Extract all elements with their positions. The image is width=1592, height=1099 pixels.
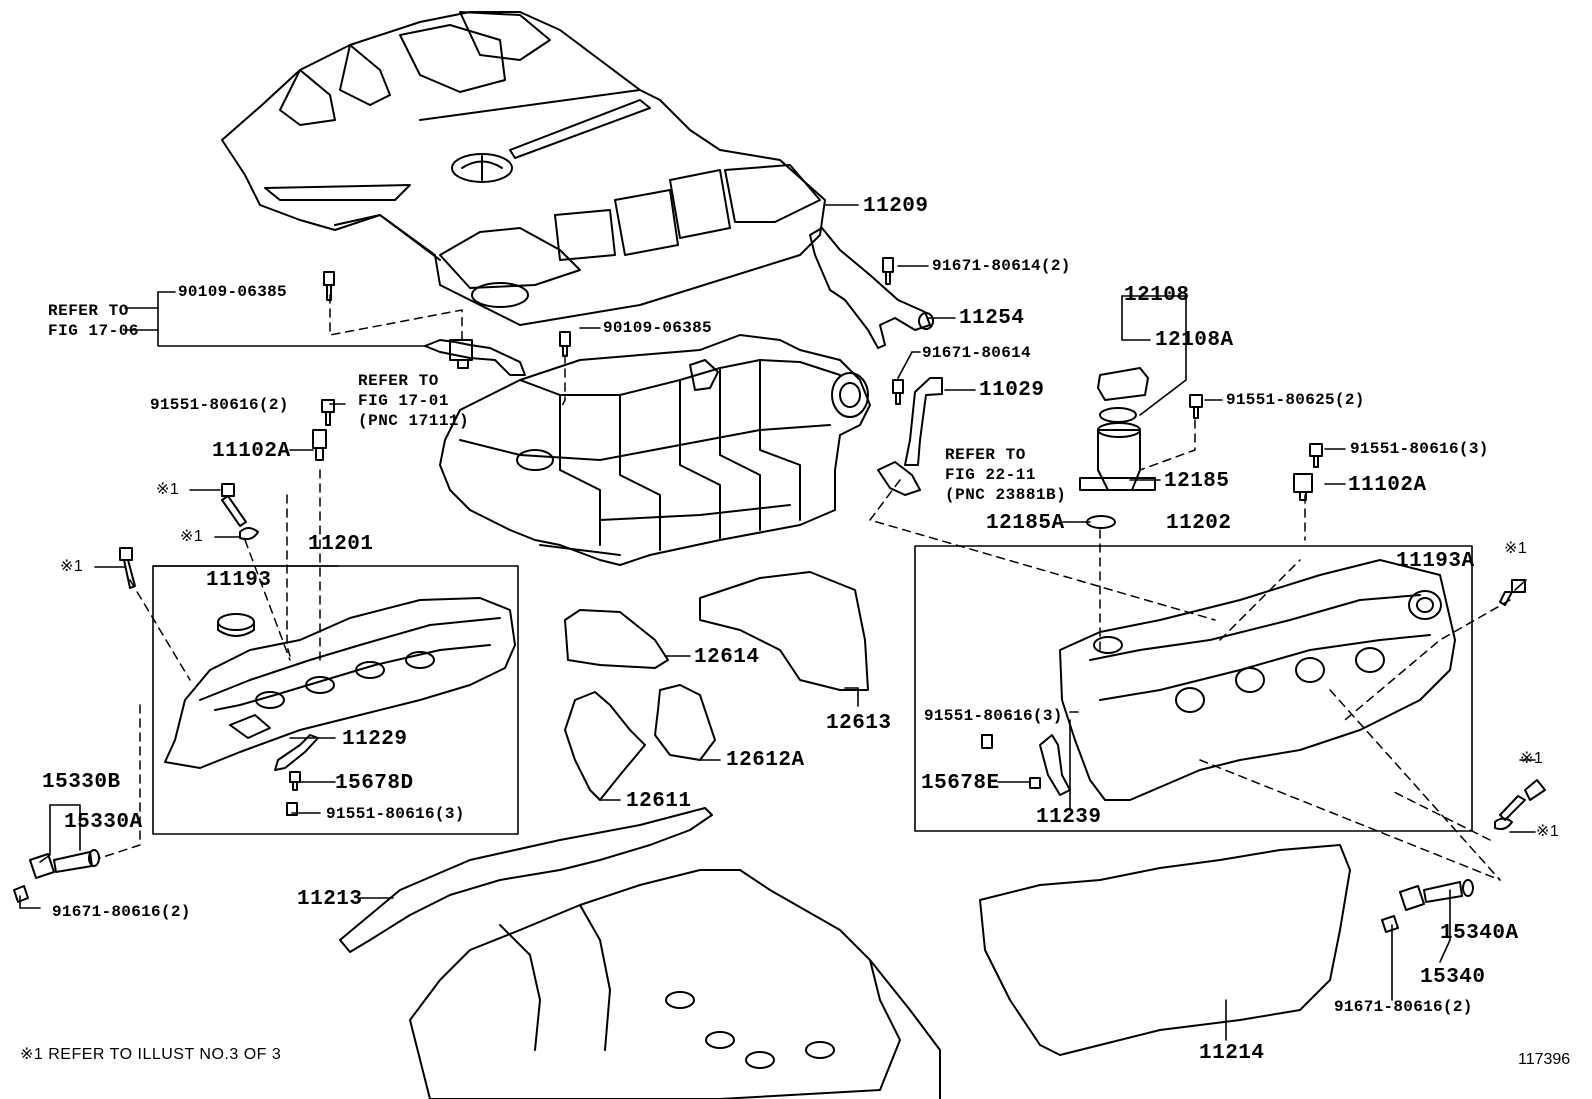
label-12614: 12614 [694, 646, 760, 669]
label-91551-80616-3-box: 91551-80616(3) [924, 707, 1063, 725]
label-91671-80616-2-right: 91671-80616(2) [1334, 998, 1473, 1016]
label-11213: 11213 [297, 888, 363, 911]
label-11102A-right: 11102A [1348, 474, 1427, 497]
refer-fig-22-11: REFER TO FIG 22-11 (PNC 23881B) [945, 445, 1066, 505]
label-11102A-left: 11102A [212, 440, 291, 463]
gasket-11214-drawing [979, 844, 1351, 1056]
star-note-e: ※1 [1520, 750, 1544, 767]
plug-15678E-drawing [1029, 777, 1041, 789]
bolt-91551-right-drawing [981, 734, 993, 749]
label-91671-80614-2: 91671-80614(2) [932, 257, 1071, 275]
label-12185: 12185 [1164, 470, 1230, 493]
label-11229: 11229 [342, 728, 408, 751]
refer-fig-17-06-line1: REFER TO [48, 302, 129, 320]
star-note-d: ※1 [1504, 540, 1528, 557]
plug-15678D-drawing [289, 771, 301, 791]
pipe-11254-drawing [809, 227, 934, 349]
label-12613: 12613 [826, 712, 892, 735]
refer-fig-17-01-line3: (PNC 17111) [358, 412, 470, 430]
star-note-a: ※1 [156, 481, 180, 498]
refer-fig-17-01-line1: REFER TO [358, 372, 439, 390]
engine-cover-drawing [221, 11, 826, 326]
label-12185A: 12185A [986, 512, 1065, 535]
label-90109-top: 90109-06385 [178, 283, 287, 301]
gasket-11213-drawing [339, 807, 713, 953]
label-15678D: 15678D [335, 772, 414, 795]
label-15330A: 15330A [64, 811, 143, 834]
dashed-lines [99, 294, 1511, 881]
label-90109-mid: 90109-06385 [603, 319, 712, 337]
star-note-c: ※1 [60, 558, 84, 575]
valve-15330-drawing [13, 849, 100, 903]
label-15340: 15340 [1420, 966, 1486, 989]
valve-15340-drawing [1381, 879, 1474, 933]
label-12108: 12108 [1124, 284, 1190, 307]
label-15678E: 15678E [921, 772, 1000, 795]
bracket-11029-drawing [877, 377, 943, 496]
footnote: ※1 REFER TO ILLUST NO.3 OF 3 [20, 1046, 282, 1063]
label-91551-80625-2: 91551-80625(2) [1226, 391, 1365, 409]
star-note-f: ※1 [1536, 823, 1560, 840]
illustration-number: 117396 [1518, 1051, 1571, 1068]
label-11201: 11201 [308, 533, 374, 556]
leader-lines [19, 204, 1536, 1041]
star-note-b: ※1 [180, 528, 204, 545]
intake-manifold-drawing [439, 334, 871, 566]
label-12108A: 12108A [1155, 329, 1234, 352]
sensor-bracket-drawing [424, 339, 526, 376]
gasket-11229-drawing [274, 734, 319, 771]
label-91551-80616-2: 91551-80616(2) [150, 396, 289, 414]
right-cover-drawing [1059, 559, 1456, 801]
label-91671-80616-2-left: 91671-80616(2) [52, 903, 191, 921]
refer-fig-17-06-line2: FIG 17-06 [48, 322, 139, 340]
refer-fig-17-06: REFER TO FIG 17-06 [48, 301, 139, 341]
label-11202: 11202 [1166, 512, 1232, 535]
small-bolts-drawing [321, 257, 1323, 468]
label-11209: 11209 [863, 195, 929, 218]
label-11193A: 11193A [1396, 550, 1475, 573]
refer-fig-22-11-line1: REFER TO [945, 446, 1026, 464]
label-91671-80614: 91671-80614 [922, 344, 1031, 362]
refer-fig-17-01: REFER TO FIG 17-01 (PNC 17111) [358, 371, 469, 431]
label-91551-80616-3-right: 91551-80616(3) [1350, 440, 1489, 458]
label-15330B: 15330B [42, 771, 121, 794]
gasket-11239-drawing [1039, 734, 1071, 796]
refer-fig-22-11-line3: (PNC 23881B) [945, 486, 1067, 504]
oil-filler-drawing [1079, 367, 1156, 529]
left-cover-drawing [164, 597, 516, 769]
label-12611: 12611 [626, 790, 692, 813]
label-11193: 11193 [206, 569, 272, 592]
right-cover-box [914, 545, 1473, 832]
refer-fig-17-01-line2: FIG 17-01 [358, 392, 449, 410]
refer-fig-22-11-line2: FIG 22-11 [945, 466, 1036, 484]
insulators-drawing [564, 571, 869, 801]
label-12612A: 12612A [726, 749, 805, 772]
star-bolts-drawing [119, 483, 1546, 831]
label-15340A: 15340A [1440, 922, 1519, 945]
label-91551-80616-3-left: 91551-80616(3) [326, 805, 465, 823]
label-11254: 11254 [959, 307, 1025, 330]
sensor-11102A-drawing [312, 429, 1313, 501]
label-11029: 11029 [979, 379, 1045, 402]
bolt-91551-drawing [286, 802, 298, 816]
label-11214: 11214 [1199, 1042, 1265, 1065]
cylinder-head-drawing [409, 869, 941, 1099]
label-11239: 11239 [1036, 806, 1102, 829]
